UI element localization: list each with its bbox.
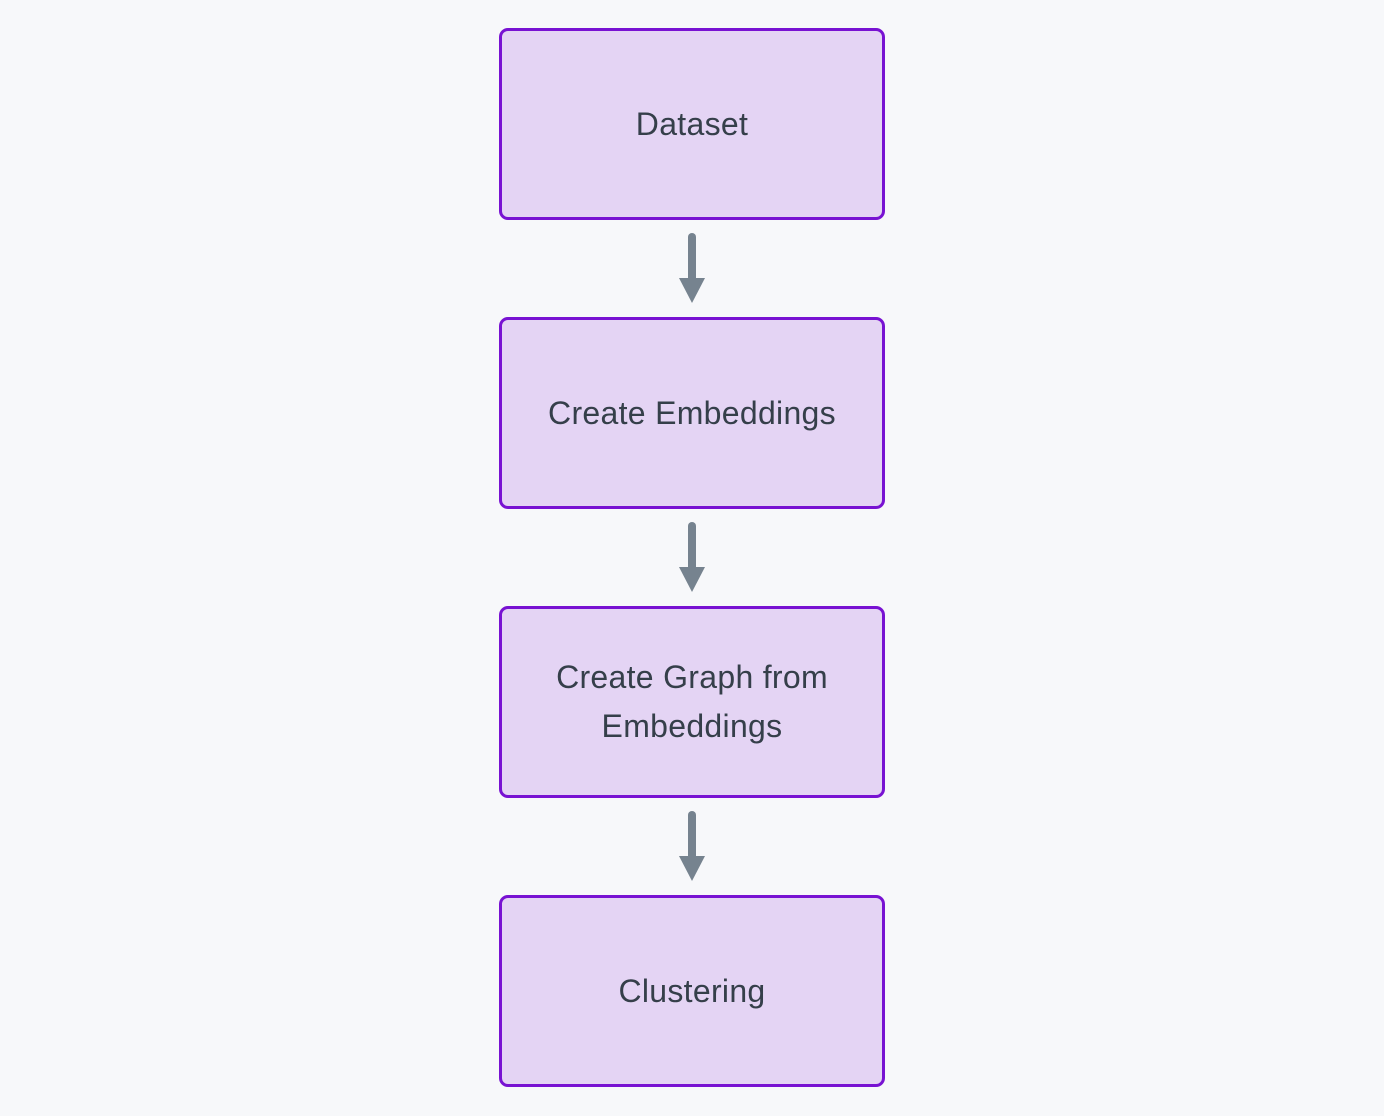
flow-node-clustering: Clustering xyxy=(499,895,885,1087)
flow-node-create-graph-from-embeddings: Create Graph from Embeddings xyxy=(499,606,885,798)
flow-node-label: Dataset xyxy=(635,105,749,142)
flow-node-label: Create Graph from Embeddings xyxy=(556,659,828,744)
flow-node-dataset: Dataset xyxy=(499,28,885,220)
flow-node-label: Clustering xyxy=(618,972,766,1009)
flow-node-label: Create Embeddings xyxy=(548,394,836,431)
arrow-down-icon xyxy=(679,233,705,303)
flow-node-create-embeddings: Create Embeddings xyxy=(499,317,885,509)
arrow-down-icon xyxy=(679,522,705,592)
arrow-down-icon xyxy=(679,811,705,881)
